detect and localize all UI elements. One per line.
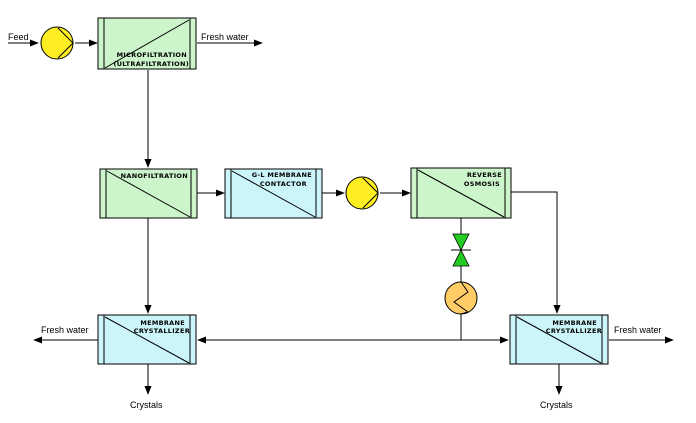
membrane-crystallizer-right[interactable]: MEMBRANE CRYSTALLIZER [509,314,609,365]
feed-pump[interactable] [40,26,74,60]
svg-text:CRYSTALLIZER: CRYSTALLIZER [546,327,602,335]
mf-fresh-water-label: Fresh water [201,32,249,42]
pump-icon [40,26,74,60]
nanofiltration-unit[interactable]: NANOFILTRATION [99,168,198,219]
svg-text:REVERSE: REVERSE [467,171,502,179]
right-fresh-water-label: Fresh water [614,325,662,335]
heat-exchanger-icon [444,281,478,315]
hx-to-crystallizer-line [460,314,509,344]
membrane-icon [516,316,602,364]
svg-text:G-L MEMBRANE: G-L MEMBRANE [252,171,312,179]
right-crystals-label: Crystals [540,400,573,410]
membrane-icon [106,170,191,218]
heat-exchanger[interactable] [444,281,478,315]
ro-to-crystallizer-line [511,191,561,314]
stream-lines [8,39,674,395]
membrane-icon [231,170,316,218]
svg-text:NANOFILTRATION: NANOFILTRATION [121,172,188,180]
pump-icon [345,176,379,210]
left-fresh-water-label: Fresh water [41,325,89,335]
booster-pump[interactable] [345,176,379,210]
gl-membrane-contactor-unit[interactable]: G-L MEMBRANE CONTACTOR [224,168,323,219]
membrane-icon [104,316,190,364]
left-crystals-label: Crystals [130,400,163,410]
svg-text:MEMBRANE: MEMBRANE [552,319,597,327]
reverse-osmosis-unit[interactable]: REVERSE OSMOSIS [410,167,512,219]
control-valve[interactable] [451,233,471,267]
svg-text:MEMBRANE: MEMBRANE [140,319,185,327]
membrane-crystallizer-left[interactable]: MEMBRANE CRYSTALLIZER [97,314,197,365]
membrane-icon [417,169,505,218]
svg-text:MICROFILTRATION: MICROFILTRATION [117,51,187,59]
valve-icon [452,233,470,251]
svg-text:CRYSTALLIZER: CRYSTALLIZER [134,327,190,335]
feed-label: Feed [8,32,29,42]
svg-text:CONTACTOR: CONTACTOR [260,180,307,188]
membrane-icon [104,19,190,69]
microfiltration-unit[interactable]: MICROFILTRATION (ULTRAFILTRATION) [97,17,197,70]
svg-text:OSMOSIS: OSMOSIS [464,180,500,188]
svg-text:(ULTRAFILTRATION): (ULTRAFILTRATION) [113,60,189,68]
